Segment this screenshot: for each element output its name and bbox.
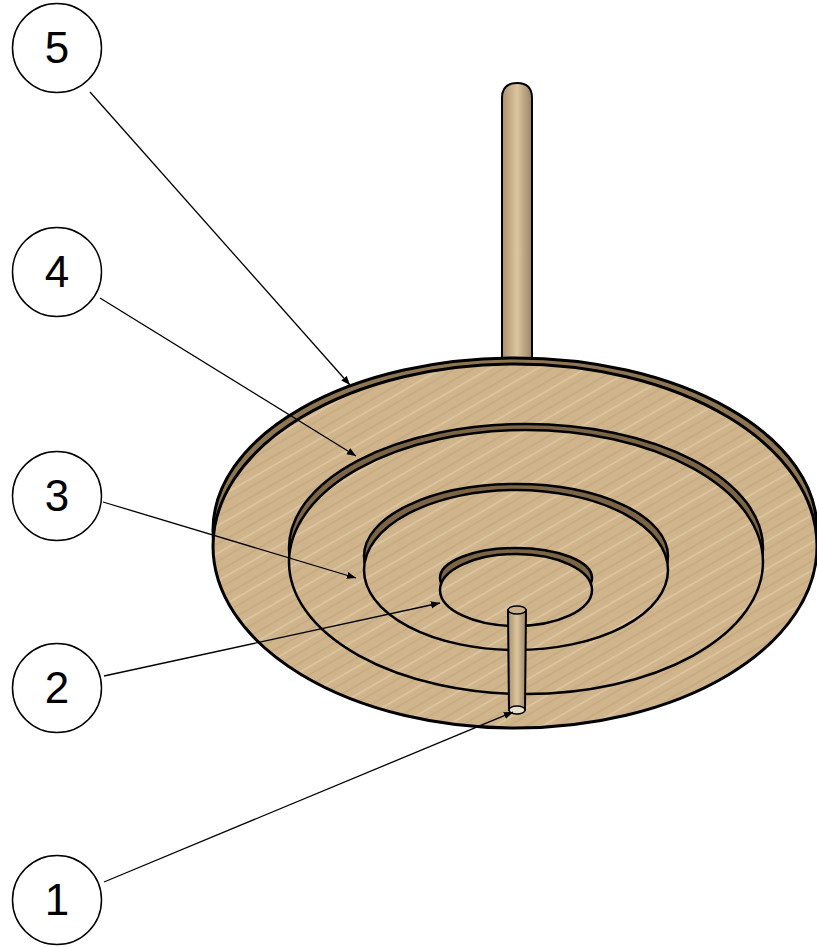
callout-number: 4 xyxy=(11,226,103,318)
callout-circle: 3 xyxy=(11,450,103,542)
callout-circle: 2 xyxy=(11,642,103,734)
callout-circle: 4 xyxy=(11,226,103,318)
callout-circle: 1 xyxy=(11,854,103,946)
callout-number: 3 xyxy=(11,450,103,542)
callout-circle: 5 xyxy=(11,2,103,94)
callout-number: 5 xyxy=(11,2,103,94)
callout-number: 2 xyxy=(11,642,103,734)
callout-number: 1 xyxy=(11,854,103,946)
